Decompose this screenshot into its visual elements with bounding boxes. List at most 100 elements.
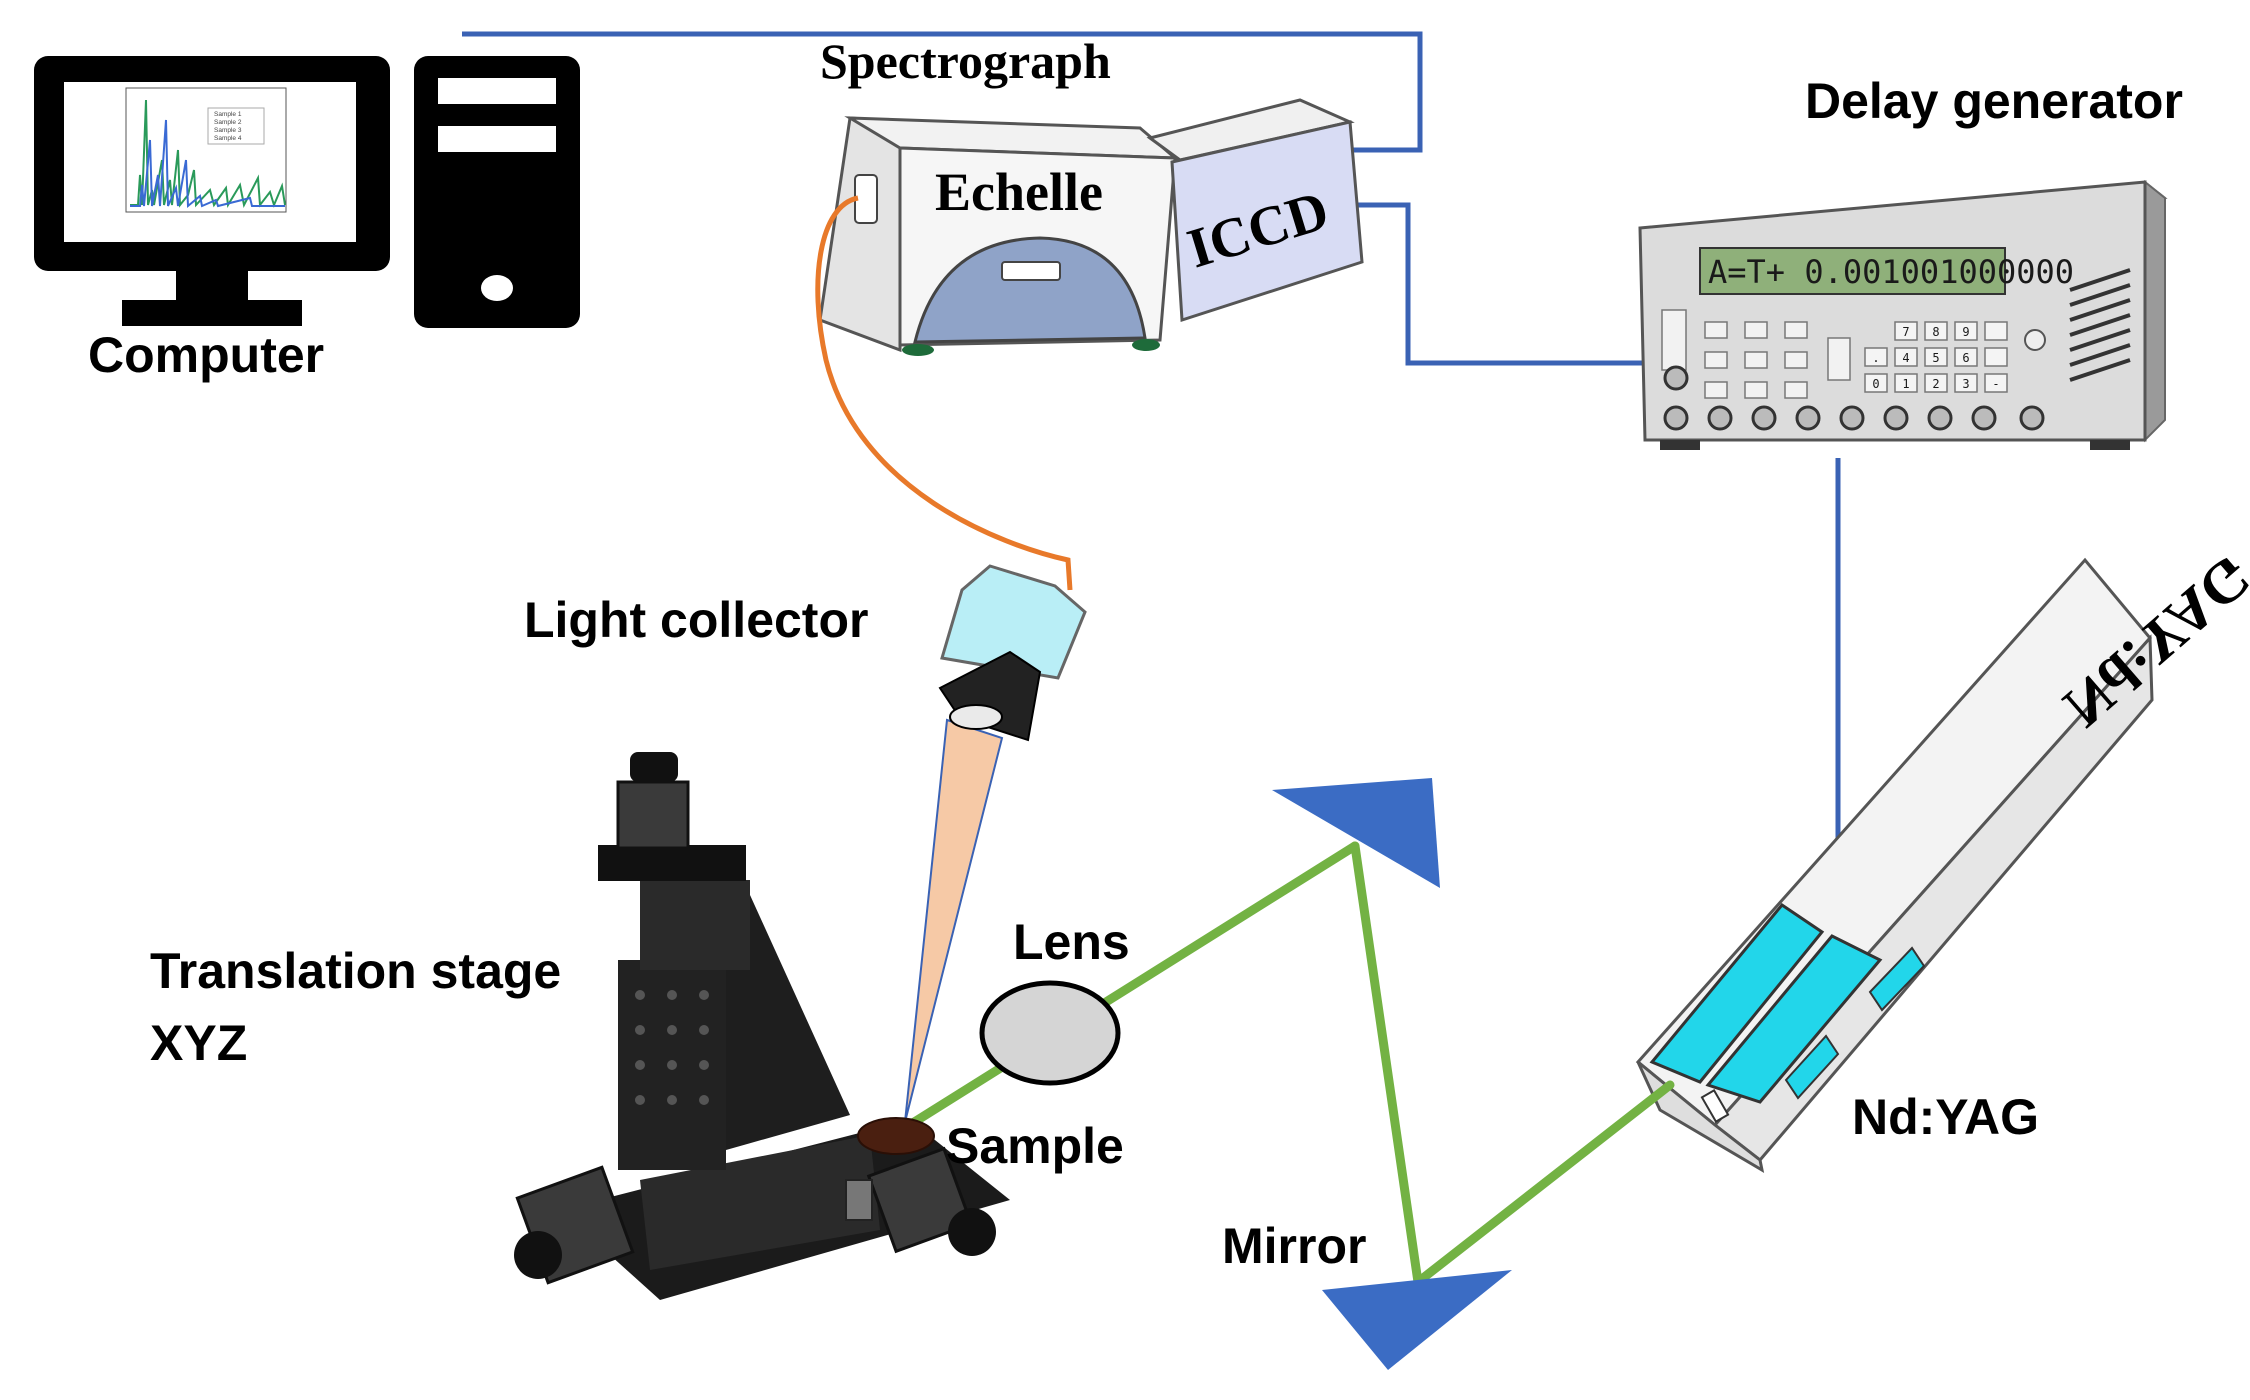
dg-button	[1704, 321, 1728, 339]
dg-key	[1924, 347, 1948, 367]
bnc-connector	[1883, 405, 1909, 431]
optical-fiber	[815, 195, 1073, 591]
dg-foot-left	[1660, 440, 1700, 450]
dg-vent-slot	[2069, 358, 2131, 382]
spectrograph-label: Spectrograph	[820, 33, 1111, 89]
beam-lower-to-upper-mirror	[1350, 841, 1423, 1287]
mount-hole	[667, 1095, 677, 1105]
dg-button	[1827, 337, 1851, 381]
bnc-connector	[1927, 405, 1953, 431]
monitor-screen	[64, 82, 356, 242]
dg-keypad	[1864, 321, 2008, 393]
plot-legend: Sample 1 Sample 2 Sample 3 Sample 4	[207, 107, 265, 145]
stage-motor-top	[616, 780, 690, 850]
dg-key-label: 5	[1932, 351, 1939, 365]
sample-label: Sample	[946, 1118, 1124, 1174]
mirror-lower	[1322, 1270, 1512, 1370]
bnc-connector	[2019, 405, 2045, 431]
legend-entry: Sample 1	[214, 111, 242, 118]
dg-function-buttons	[1661, 309, 1851, 399]
dg-key-label: 1	[1902, 377, 1909, 391]
laser-window-right	[1705, 934, 1883, 1104]
cable-computer-to-iccd	[462, 31, 1423, 153]
mount-hole	[699, 990, 709, 1000]
bnc-connector	[1751, 405, 1777, 431]
monitor-neck	[176, 271, 248, 301]
dg-key	[1864, 347, 1888, 367]
stage-angle-bracket	[726, 895, 850, 1150]
bnc-connector	[1971, 405, 1997, 431]
echelle-slot	[1001, 261, 1061, 281]
laser-window-left	[1649, 902, 1825, 1084]
mount-hole	[699, 1095, 709, 1105]
dg-keypad-labels: 7 8 9 4 5 6 1 2 3 0 . -	[1872, 325, 1999, 391]
dg-vent-slot	[2069, 283, 2131, 307]
stage-knob-left	[514, 1231, 562, 1279]
dg-vent-slot	[2069, 343, 2131, 367]
mirror-upper	[1272, 778, 1440, 888]
mount-hole	[667, 1025, 677, 1035]
bnc-connector	[1663, 405, 1689, 431]
stage-knob-right	[948, 1208, 996, 1256]
dg-button	[1704, 381, 1728, 399]
mount-hole	[699, 1060, 709, 1070]
mount-hole	[667, 1060, 677, 1070]
dg-key-label: 8	[1932, 325, 1939, 339]
mount-hole	[635, 1025, 645, 1035]
dg-key	[1954, 373, 1978, 393]
stage-top-plate	[598, 845, 746, 881]
translation-stage-label-line2: XYZ	[150, 1015, 247, 1071]
iccd-front-face	[1170, 120, 1364, 323]
dg-lcd-readout: A=T+ 0.001001000000	[1708, 253, 2074, 291]
echelle-foot-left	[902, 344, 934, 356]
dg-key	[1954, 321, 1978, 341]
echelle-foot-right	[1132, 339, 1160, 351]
dg-key	[1894, 373, 1918, 393]
stage-motor-right	[866, 1146, 974, 1254]
translation-stage-label-line1: Translation stage	[150, 943, 561, 999]
light-collector	[938, 564, 1087, 742]
echelle-side-face	[818, 116, 907, 353]
bnc-connector	[1839, 405, 1865, 431]
mirror-label: Mirror	[1222, 1218, 1366, 1274]
dg-key-label: 9	[1962, 325, 1969, 339]
laser-side-port-lower	[1784, 1034, 1840, 1100]
bnc-connector	[1707, 405, 1733, 431]
bnc-connector	[1795, 405, 1821, 431]
dg-foot-right	[2090, 440, 2130, 450]
dg-key-label: 2	[1932, 377, 1939, 391]
stage-mounting-holes	[635, 990, 709, 1105]
collection-cone	[904, 718, 1004, 1123]
stage-z-carriage	[640, 880, 750, 970]
laser-output-aperture	[1700, 1089, 1730, 1123]
dg-button	[1744, 321, 1768, 339]
computer-label: Computer	[88, 327, 324, 383]
mount-hole	[635, 990, 645, 1000]
dg-key-label: 3	[1962, 377, 1969, 391]
beam-laser-to-lower-mirror	[1413, 1080, 1675, 1287]
stage-connector	[845, 1179, 873, 1221]
dg-key-label: 0	[1872, 377, 1879, 391]
dg-key	[1894, 347, 1918, 367]
dg-button	[1744, 351, 1768, 369]
drive-bay-top	[438, 78, 556, 104]
laser-side-port-upper	[1868, 946, 1926, 1012]
dg-vent-slot	[2069, 313, 2131, 337]
dg-button	[1661, 309, 1687, 371]
dg-front-panel	[1638, 180, 2147, 442]
computer-tower	[414, 56, 580, 328]
drive-bay-bottom	[438, 126, 556, 152]
dg-key-label: 4	[1902, 351, 1909, 365]
legend-entry: Sample 2	[214, 119, 242, 126]
mount-hole	[635, 1095, 645, 1105]
mount-hole	[699, 1025, 709, 1035]
spectrograph: Echelle ICCD Spectrograph	[818, 33, 1364, 356]
dg-key	[1894, 321, 1918, 341]
dg-button	[1744, 381, 1768, 399]
sample-pellet	[857, 1117, 935, 1155]
dg-vent-slot	[2069, 268, 2131, 292]
laser-label: Nd:YAG	[1852, 1089, 2039, 1145]
legend-entry: Sample 3	[214, 127, 242, 134]
dg-button	[1784, 321, 1808, 339]
